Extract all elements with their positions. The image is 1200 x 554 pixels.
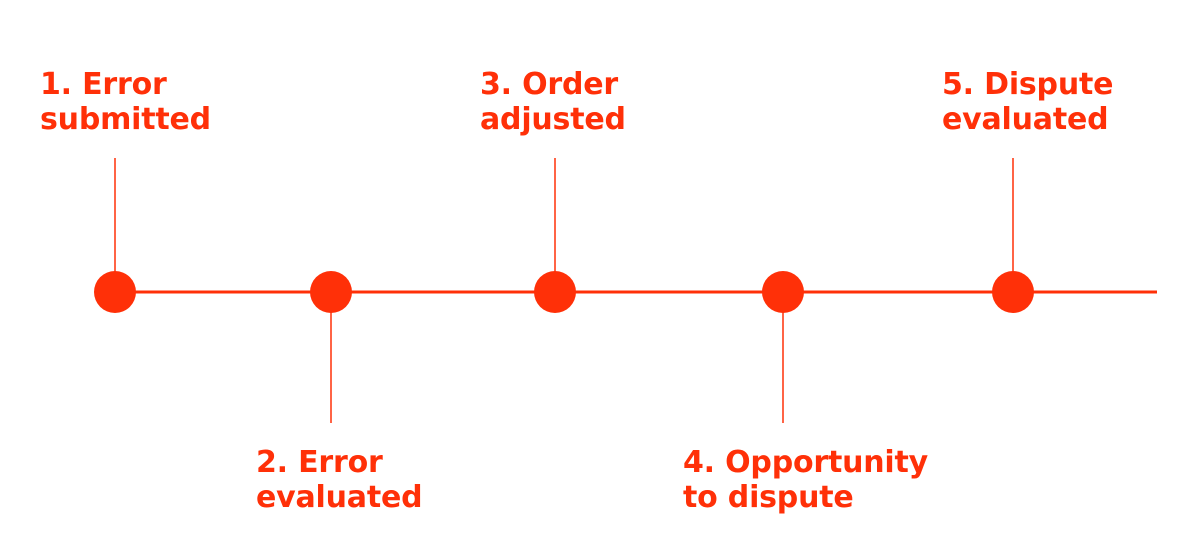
step-label-1-line2: submitted — [40, 102, 211, 137]
step-label-5-line2: evaluated — [942, 102, 1109, 137]
step-label-2-line2: evaluated — [256, 480, 423, 515]
step-label-4-line1: 4. Opportunity — [683, 445, 929, 480]
step-label-3: 3. Order adjusted — [480, 67, 626, 137]
step-label-2-line1: 2. Error — [256, 445, 383, 480]
step-node-4 — [762, 271, 804, 313]
step-label-5-line1: 5. Dispute — [942, 67, 1114, 102]
step-label-4: 4. Opportunity to dispute — [683, 445, 928, 515]
step-node-2 — [310, 271, 352, 313]
step-label-3-line2: adjusted — [480, 102, 626, 137]
step-node-1 — [94, 271, 136, 313]
step-connectors — [114, 158, 1014, 423]
step-label-5: 5. Dispute evaluated — [942, 67, 1113, 137]
step-label-3-line1: 3. Order — [480, 67, 619, 102]
step-nodes — [94, 271, 1034, 313]
step-label-1: 1. Error submitted — [40, 67, 211, 137]
step-label-2: 2. Error evaluated — [256, 445, 423, 515]
step-label-4-line2: to dispute — [683, 480, 854, 515]
step-label-1-line1: 1. Error — [40, 67, 167, 102]
step-node-5 — [992, 271, 1034, 313]
step-node-3 — [534, 271, 576, 313]
